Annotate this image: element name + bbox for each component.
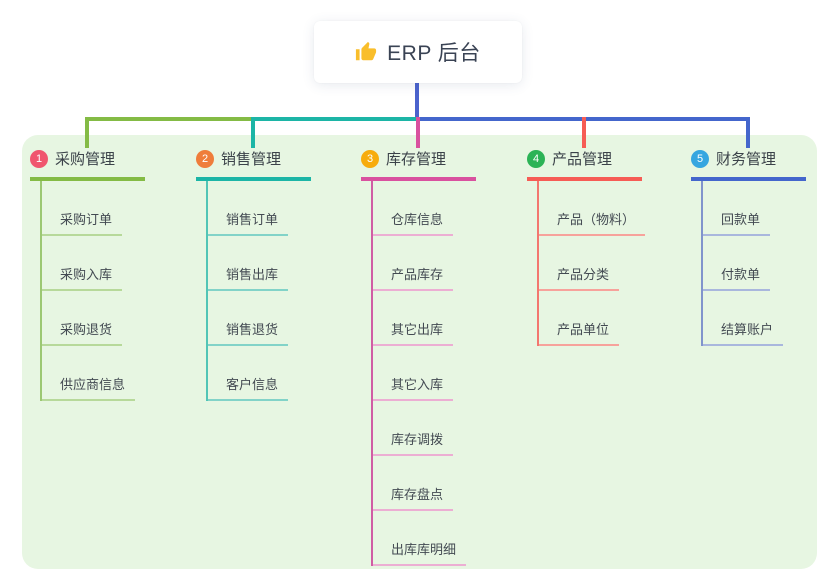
module-item-label: 产品库存 [391, 267, 444, 282]
module-heading[interactable]: 4 产品管理 [527, 148, 642, 181]
branch-connector [746, 117, 750, 148]
module-item[interactable]: 采购订单 [42, 181, 123, 236]
module-item[interactable]: 库存调拨 [373, 401, 454, 456]
module-item[interactable]: 付款单 [703, 236, 771, 291]
module-item-label: 供应商信息 [60, 377, 126, 392]
module-items: 回款单 付款单 结算账户 [701, 181, 806, 346]
module-item-label: 产品单位 [557, 322, 610, 337]
branch-connector [251, 117, 255, 148]
root-connector [415, 83, 419, 121]
number-badge: 4 [527, 149, 545, 168]
module-heading[interactable]: 5 财务管理 [691, 148, 806, 181]
module-item[interactable]: 销售出库 [208, 236, 289, 291]
module-item-label: 仓库信息 [391, 212, 444, 227]
module-items: 采购订单 采购入库 采购退货 供应商信息 [40, 181, 145, 401]
module-item[interactable]: 供应商信息 [42, 346, 136, 401]
thumbs-up-icon [356, 41, 377, 61]
thumbs-up-path [356, 41, 377, 61]
module-title: 产品管理 [552, 151, 613, 168]
module-item[interactable]: 出库库明细 [373, 511, 467, 566]
module-item[interactable]: 其它出库 [373, 291, 454, 346]
module-item-label: 回款单 [721, 212, 761, 227]
module-item-label: 采购订单 [60, 212, 113, 227]
module-item[interactable]: 采购退货 [42, 291, 123, 346]
module-item[interactable]: 客户信息 [208, 346, 289, 401]
module-item-label: 销售退货 [226, 322, 279, 337]
module-heading[interactable]: 2 销售管理 [196, 148, 311, 181]
module-item-label: 其它出库 [391, 322, 444, 337]
module-item[interactable]: 产品分类 [539, 236, 620, 291]
branch-connector [85, 117, 89, 148]
module-column: 1 采购管理 采购订单 采购入库 采购退货 供应商信息 [30, 148, 145, 401]
number-badge: 1 [30, 149, 48, 168]
module-column: 5 财务管理 回款单 付款单 结算账户 [691, 148, 806, 346]
module-title: 财务管理 [716, 151, 777, 168]
module-item[interactable]: 其它入库 [373, 346, 454, 401]
root-node[interactable]: ERP 后台 [314, 21, 522, 83]
number-badge: 2 [196, 149, 214, 168]
module-item-label: 其它入库 [391, 377, 444, 392]
module-item-label: 结算账户 [721, 322, 774, 337]
module-item-label: 产品分类 [557, 267, 610, 282]
module-title: 库存管理 [386, 151, 447, 168]
module-title: 销售管理 [221, 151, 282, 168]
module-column: 2 销售管理 销售订单 销售出库 销售退货 客户信息 [196, 148, 311, 401]
number-badge: 5 [691, 149, 709, 168]
module-item-label: 库存调拨 [391, 432, 444, 447]
module-items: 销售订单 销售出库 销售退货 客户信息 [206, 181, 311, 401]
module-item-label: 付款单 [721, 267, 761, 282]
module-item[interactable]: 采购入库 [42, 236, 123, 291]
branch-connector [416, 117, 420, 148]
module-item-label: 销售出库 [226, 267, 279, 282]
module-item[interactable]: 回款单 [703, 181, 771, 236]
module-heading[interactable]: 3 库存管理 [361, 148, 476, 181]
module-item[interactable]: 销售退货 [208, 291, 289, 346]
module-title: 采购管理 [55, 151, 116, 168]
module-items: 仓库信息 产品库存 其它出库 其它入库 库存调拨 库存盘点 出库库明细 [371, 181, 476, 566]
module-item[interactable]: 销售订单 [208, 181, 289, 236]
module-heading[interactable]: 1 采购管理 [30, 148, 145, 181]
module-item-label: 库存盘点 [391, 487, 444, 502]
module-item-label: 客户信息 [226, 377, 279, 392]
branch-connector [582, 117, 586, 148]
module-item[interactable]: 库存盘点 [373, 456, 454, 511]
module-item[interactable]: 仓库信息 [373, 181, 454, 236]
module-items: 产品（物料） 产品分类 产品单位 [537, 181, 646, 346]
trunk-segment-left [85, 117, 255, 121]
module-column: 3 库存管理 仓库信息 产品库存 其它出库 其它入库 库存调拨 库存盘点 出库库… [361, 148, 476, 566]
module-item[interactable]: 产品（物料） [539, 181, 646, 236]
number-badge: 3 [361, 149, 379, 168]
module-item-label: 采购退货 [60, 322, 113, 337]
module-item[interactable]: 产品单位 [539, 291, 620, 346]
root-node-label: ERP 后台 [387, 42, 481, 65]
module-item-label: 出库库明细 [391, 542, 457, 557]
mindmap-panel [22, 135, 817, 569]
module-item[interactable]: 结算账户 [703, 291, 784, 346]
module-item-label: 采购入库 [60, 267, 113, 282]
module-item-label: 产品（物料） [557, 212, 636, 227]
module-column: 4 产品管理 产品（物料） 产品分类 产品单位 [527, 148, 646, 346]
trunk-segment-middle [251, 117, 420, 121]
module-item-label: 销售订单 [226, 212, 279, 227]
module-item[interactable]: 产品库存 [373, 236, 454, 291]
